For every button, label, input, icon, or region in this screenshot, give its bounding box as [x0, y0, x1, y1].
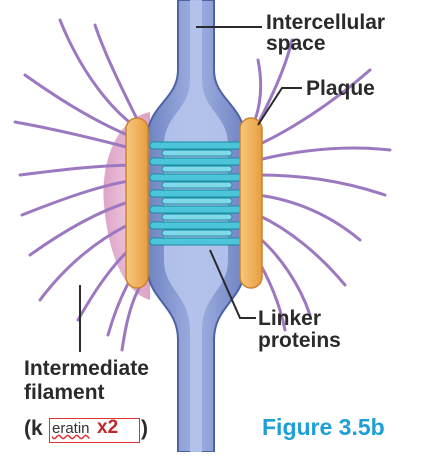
label-plaque: Plaque — [306, 78, 375, 99]
label-linker-line2: proteins — [258, 330, 341, 351]
label-paren-open: (k — [24, 418, 43, 439]
label-intermediate-line1: Intermediate — [24, 358, 149, 379]
keratin-correction-mark: x2 — [97, 417, 118, 439]
right-plaque — [240, 118, 262, 288]
left-plaque — [126, 118, 148, 288]
label-intermediate-line2: filament — [24, 382, 105, 403]
label-intercellular-space-line2: space — [266, 33, 326, 54]
label-linker-line1: Linker — [258, 308, 321, 329]
keratin-word: eratin — [52, 420, 90, 437]
label-paren-close: ) — [141, 418, 148, 439]
label-intercellular-space-line1: Intercellular — [266, 12, 385, 33]
figure-caption: Figure 3.5b — [262, 414, 385, 441]
